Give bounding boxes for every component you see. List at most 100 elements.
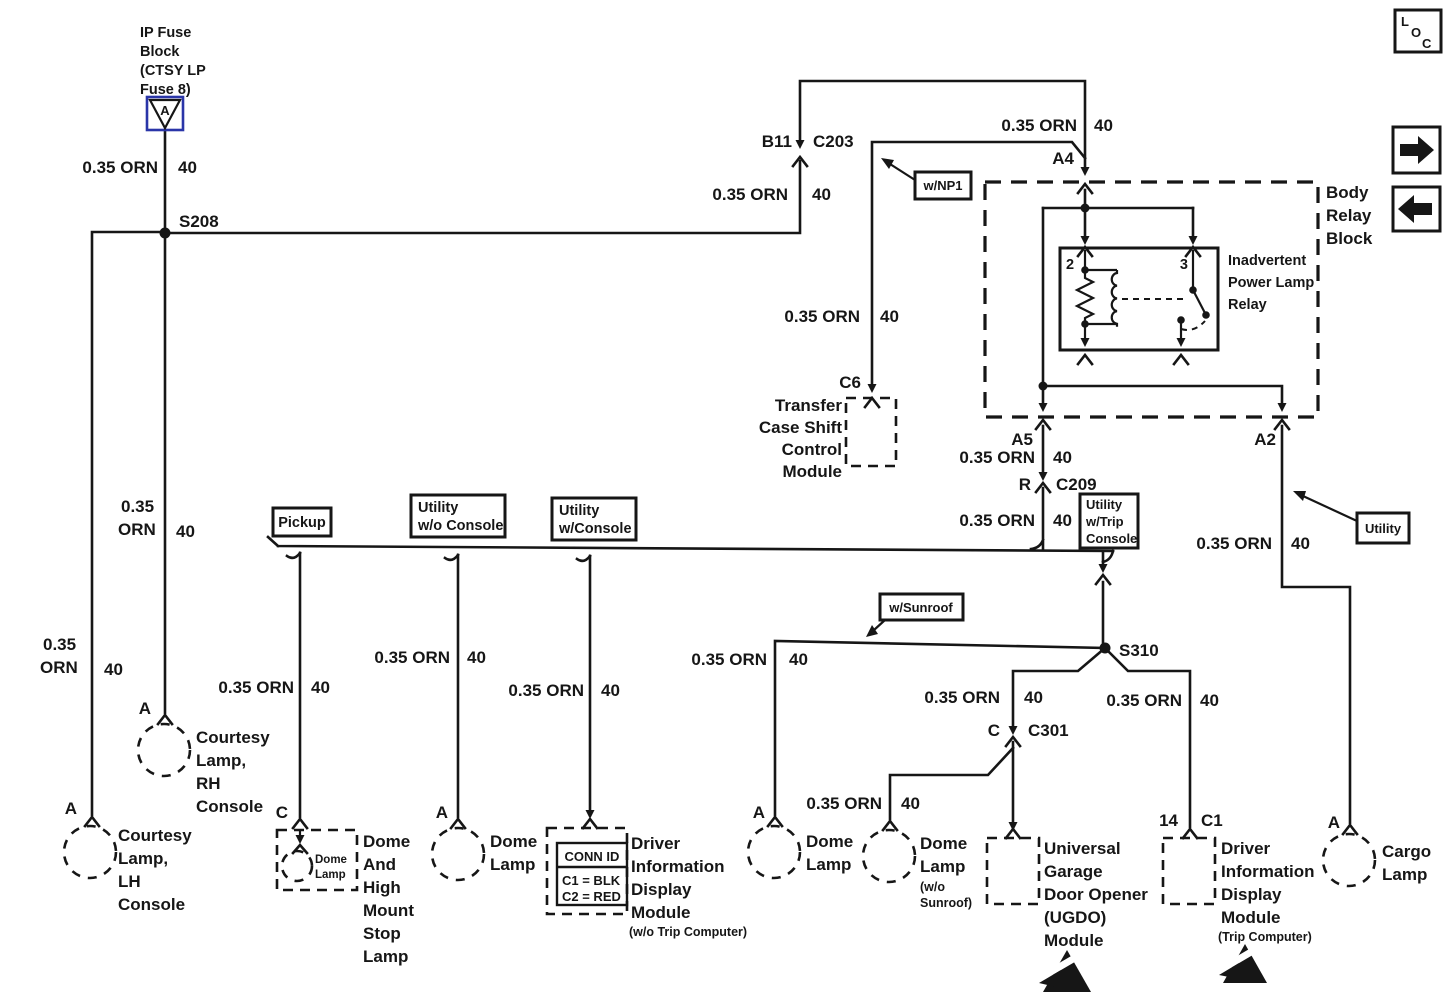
transfer-case-box: [844, 396, 898, 468]
wire-c209-to-bus: [1029, 486, 1045, 551]
dome-front-terminal-caret-icon: [449, 816, 467, 830]
relay-node-bottom-dot: [1081, 320, 1089, 328]
bus-hook-1: [285, 551, 302, 560]
dome-front-line: Lamp: [490, 855, 535, 874]
np1-tag-box: [913, 170, 973, 201]
utility-tag: Utility: [1293, 491, 1411, 545]
courtesy-lh-lamp-circle: [62, 824, 118, 880]
courtesy-lamp-lh: Courtesy Lamp, LH Console: [62, 824, 192, 914]
circuit-label: 40: [178, 158, 197, 177]
a4-label: A4: [1052, 149, 1074, 168]
pickup-tag-box: [271, 506, 333, 538]
body-relay-block: Body Relay Block 2 3 Inadvertent Power L…: [983, 180, 1373, 419]
relay-node-top-dot: [1081, 266, 1089, 274]
ugdo-line: Universal: [1044, 839, 1121, 858]
relay-blade-end-dot: [1202, 311, 1210, 319]
utility-tag-label: Utility: [1365, 521, 1402, 536]
loc-letter: C: [1422, 36, 1432, 51]
circuit-label: 40: [176, 522, 195, 541]
utility-wo-console-box: [409, 493, 507, 539]
a4-female-caret-icon: [1076, 181, 1094, 195]
pickup-tag: Pickup: [271, 506, 333, 538]
didm-wo-trip-sub: (w/o Trip Computer): [629, 925, 747, 939]
relay-pin3-number: 3: [1180, 257, 1188, 273]
relay-box: [1058, 246, 1220, 352]
circuit-label: 40: [789, 650, 808, 669]
np1-arrow-head-icon: [881, 158, 894, 169]
didm-trip-line: Driver: [1221, 839, 1271, 858]
wire-s310-to-c301: [1011, 646, 1107, 732]
c301-label: C301: [1028, 721, 1069, 740]
wire-label: 0.35 ORN: [959, 511, 1035, 530]
utility-wo-console-line: Utility: [418, 500, 458, 516]
relay-coil-exit-arrow-icon: [1080, 338, 1090, 347]
didm-trip-line: Information: [1221, 862, 1315, 881]
wires: [90, 79, 1352, 829]
wire-options-bus: [266, 535, 1115, 553]
esd-warning-icon: [1215, 944, 1267, 983]
wire-label: 0.35: [43, 635, 76, 654]
pickup-tag-label: Pickup: [278, 515, 326, 531]
didm-trip-caret-icon: [1181, 826, 1199, 840]
relay-pin2-arrow-icon: [1080, 236, 1090, 245]
dome-rear-lamp-circle: [746, 824, 802, 880]
didm-trip-module: Driver Information Display Module (Trip …: [1161, 836, 1315, 983]
courtesy-rh-line: Lamp,: [196, 751, 246, 770]
didm-wo-trip-line: Driver: [631, 834, 681, 853]
c6-arrow-icon: [867, 384, 877, 393]
body-relay-block-border: [983, 180, 1320, 419]
prev-page-box[interactable]: [1391, 185, 1442, 233]
relay-label-line: Inadvertent: [1228, 253, 1306, 269]
didm-wo-trip-line: Module: [631, 903, 691, 922]
didm-trip-line: Module: [1221, 908, 1281, 927]
a5-exit-caret-icon: [1034, 417, 1052, 431]
dome-front-line: Dome: [490, 832, 537, 851]
circuit-label: 40: [1200, 691, 1219, 710]
s310-splice-dot: [1099, 642, 1111, 654]
dome-high-mount-inner-line: Lamp: [315, 869, 346, 881]
relay-pin2-number: 2: [1066, 257, 1074, 273]
relay-parallel-joins: [1085, 268, 1117, 326]
loc-button[interactable]: L O C: [1393, 8, 1443, 54]
brb-label-line: Relay: [1326, 206, 1372, 225]
relay-coil-exit-caret-icon: [1076, 352, 1094, 366]
a2-exit-arrow-icon: [1277, 403, 1287, 412]
next-page-box[interactable]: [1391, 125, 1442, 175]
a4-split-dot: [1080, 203, 1090, 213]
wire-s310-to-didm-trip: [1103, 646, 1192, 829]
esd-hand: [1039, 970, 1061, 987]
wire-label: 0.35 ORN: [374, 648, 450, 667]
relay-throw-arc: [1180, 320, 1206, 331]
next-page-button[interactable]: [1391, 125, 1442, 175]
prev-page-button[interactable]: [1391, 185, 1442, 233]
circuit-label: 40: [901, 794, 920, 813]
ugdo-line: Garage: [1044, 862, 1103, 881]
loc-button-box[interactable]: [1393, 8, 1443, 54]
ugdo-line: (UGDO): [1044, 908, 1106, 927]
ugdo-line: Door Opener: [1044, 885, 1148, 904]
c203-male-arrow-icon: [795, 140, 805, 149]
wire-label: 0.35 ORN: [959, 448, 1035, 467]
courtesy-lamp-rh: Courtesy Lamp, RH Console: [136, 722, 270, 816]
courtesy-lh-line: Lamp,: [118, 849, 168, 868]
s208-label: S208: [179, 212, 219, 231]
terminal-a-label: A: [436, 803, 448, 822]
didm-wo-trip-arrow-icon: [585, 810, 595, 819]
relay-label-line: Relay: [1228, 297, 1267, 313]
block-bottom-split-dot: [1038, 381, 1048, 391]
utility-w-console-box: [550, 496, 638, 542]
utility-w-console-line: Utility: [559, 503, 599, 519]
wire-label: 0.35 ORN: [1196, 534, 1272, 553]
nav-controls: L O C: [1391, 8, 1443, 233]
wire-label: 0.35 ORN: [1106, 691, 1182, 710]
wire-block-bottom: [1041, 384, 1284, 408]
wire-label: 0.35 ORN: [82, 158, 158, 177]
utility-wo-console-line: w/o Console: [417, 518, 503, 534]
dome-high-mount-terminal-caret-icon: [291, 816, 309, 830]
dome-high-mount-lamp: Dome Lamp Dome And High Mount Stop Lamp: [275, 828, 414, 966]
sunroof-arrow-head-icon: [866, 625, 878, 637]
wire-label: 0.35 ORN: [508, 681, 584, 700]
s208-splice-dot: [159, 227, 171, 239]
a5-exit-arrow-icon: [1038, 403, 1048, 412]
